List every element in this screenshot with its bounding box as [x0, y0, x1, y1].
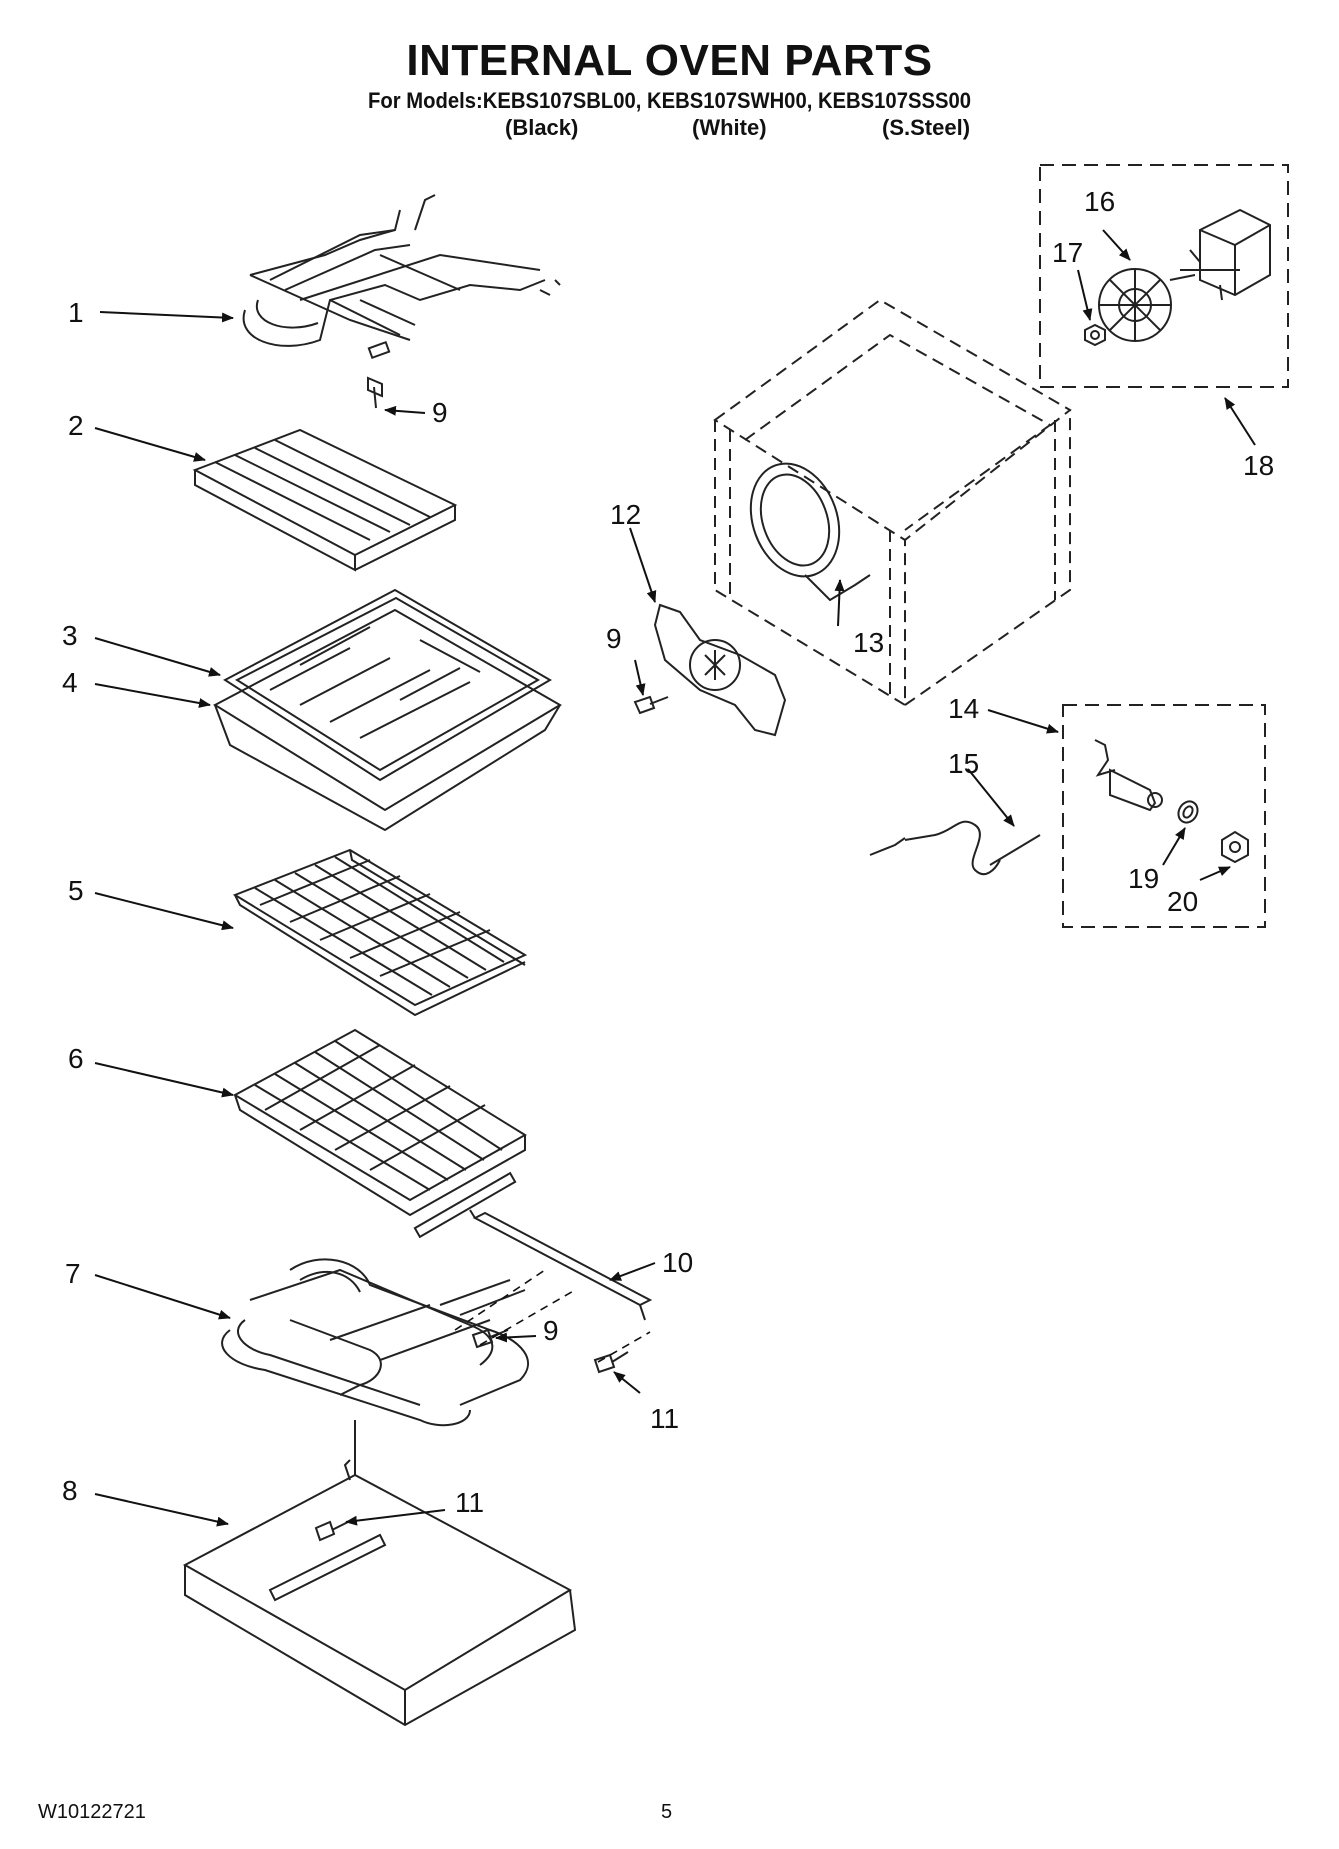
broil-element-part [242, 194, 561, 360]
callout-17: 17 [1052, 237, 1083, 268]
sensor-assembly-box [1062, 704, 1266, 928]
callout-14: 14 [948, 693, 979, 724]
page-number: 5 [661, 1801, 673, 1823]
screw-part [314, 376, 669, 1542]
callout-9-top: 9 [432, 397, 448, 428]
callout-9-mid: 9 [606, 623, 622, 654]
variant-black: (Black) [505, 115, 579, 140]
sensor-part [1094, 739, 1163, 812]
oven-cavity-part [713, 298, 1072, 707]
callout-13: 13 [853, 627, 884, 658]
callout-6: 6 [68, 1043, 84, 1074]
callout-4: 4 [62, 667, 78, 698]
callout-2: 2 [68, 410, 84, 441]
bake-element-part [221, 1258, 530, 1427]
callout-11-drawer: 11 [455, 1487, 484, 1518]
oven-rack-part [232, 848, 528, 1017]
callout-15: 15 [948, 748, 979, 779]
nut-part [1084, 323, 1106, 347]
callout-11-lower: 11 [650, 1403, 679, 1434]
variant-white: (White) [692, 115, 767, 140]
models-line: For Models:KEBS107SBL00, KEBS107SWH00, K… [368, 88, 971, 113]
broil-pan-part [212, 588, 562, 832]
callout-19: 19 [1128, 863, 1159, 894]
motor-part [1169, 208, 1271, 301]
washer-part [1177, 800, 1199, 824]
callout-10: 10 [662, 1247, 693, 1278]
callout-16: 16 [1084, 186, 1115, 217]
callout-3: 3 [62, 620, 78, 651]
callout-8: 8 [62, 1475, 78, 1506]
callout-9-bottom: 9 [543, 1315, 559, 1346]
doc-number: W10122721 [38, 1801, 146, 1823]
callout-20: 20 [1167, 886, 1198, 917]
bracket-part [469, 1209, 653, 1321]
variant-steel: (S.Steel) [882, 115, 971, 140]
callout-7: 7 [65, 1258, 81, 1289]
meat-probe-part [869, 820, 1041, 876]
shelf-part [192, 428, 458, 572]
callout-18: 18 [1243, 450, 1274, 481]
convection-element-part [749, 462, 871, 602]
callout-12: 12 [610, 499, 641, 530]
motor-assembly-box [1039, 164, 1289, 388]
rollout-rack-part [232, 1028, 527, 1239]
connector-lines [454, 1269, 651, 1363]
hex-nut-part [1221, 830, 1249, 864]
fan-baffle-part [653, 603, 787, 737]
page-title: INTERNAL OVEN PARTS [406, 36, 933, 85]
callout-1: 1 [68, 297, 84, 328]
callout-5: 5 [68, 875, 84, 906]
fan-blade-part [1098, 268, 1172, 342]
drawer-part [182, 1420, 577, 1727]
leader-lines [94, 229, 1256, 1527]
